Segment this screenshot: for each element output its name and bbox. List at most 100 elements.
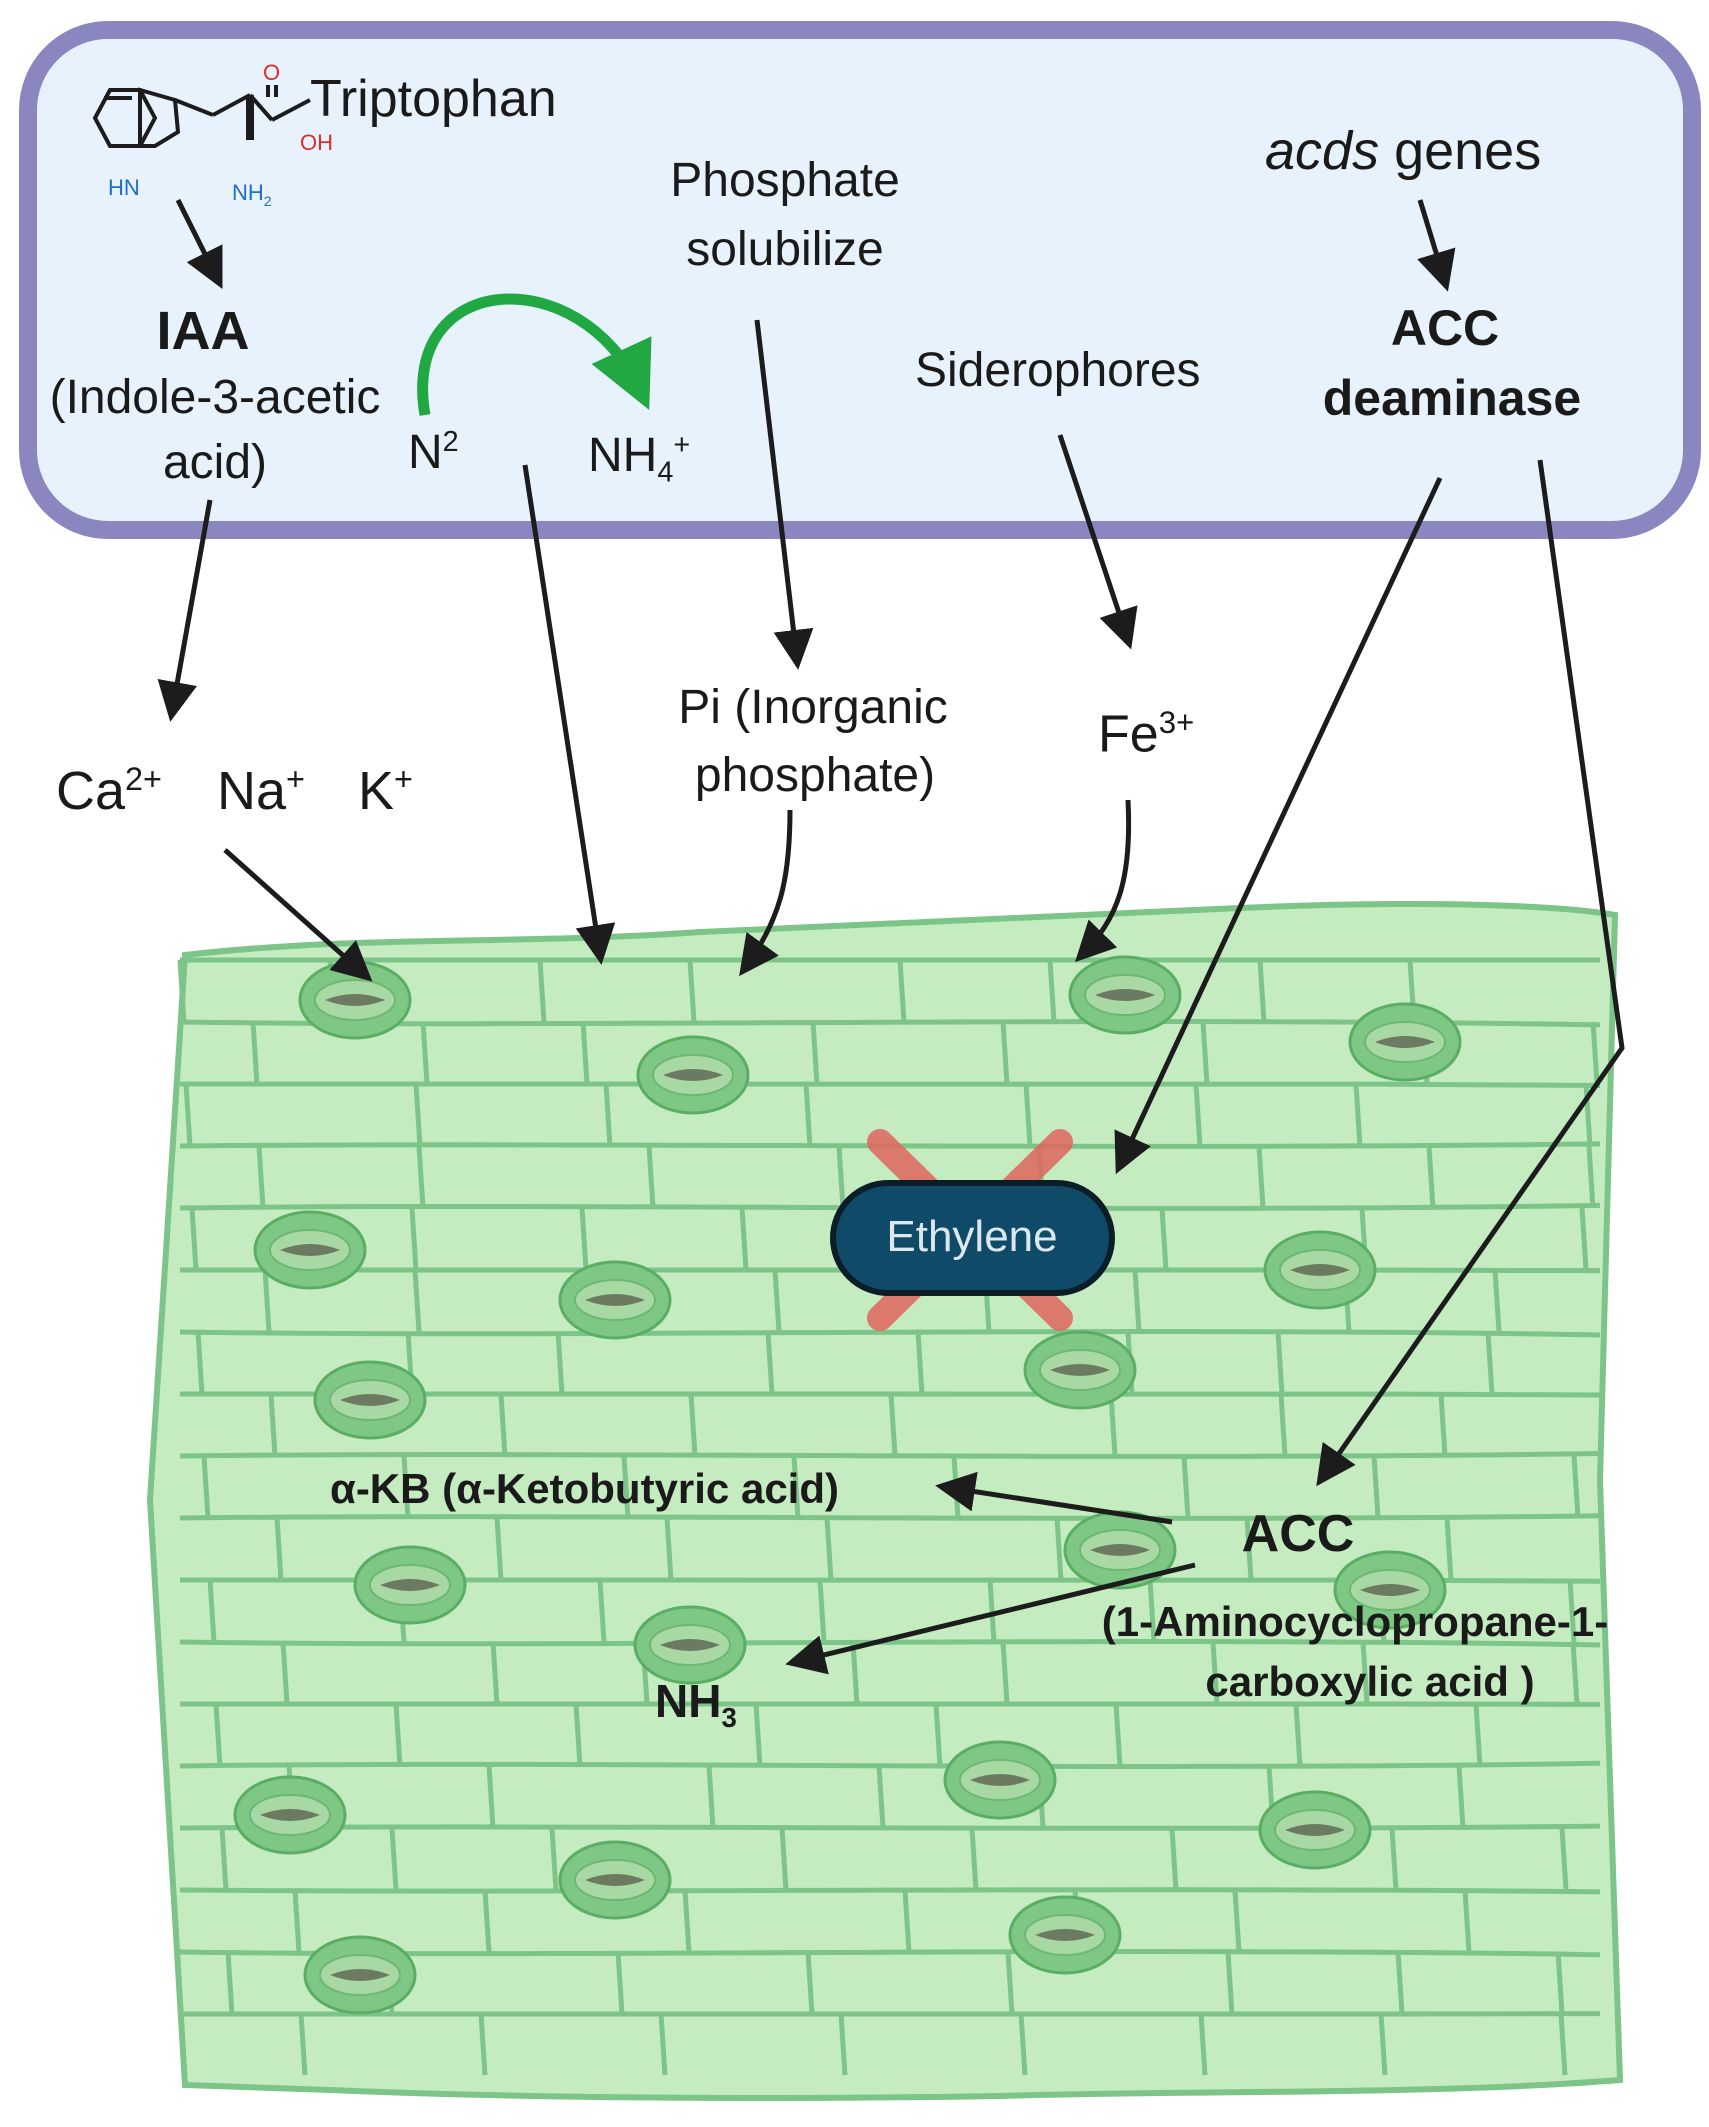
cell-wall (810, 1021, 820, 1085)
ion-ca: Ca2+ (56, 761, 162, 821)
cell-wall (179, 1823, 1601, 1831)
acc-label: ACC (1241, 1505, 1355, 1563)
cell-wall (1047, 959, 1057, 1023)
cell-wall (876, 1765, 886, 1829)
n2-label: N2 (408, 426, 459, 479)
cell-wall (1395, 1951, 1405, 2015)
cell-wall (1473, 1703, 1483, 1767)
cell-wall (292, 1889, 302, 1953)
n2-fixation-arrow (417, 293, 652, 416)
cell-wall (268, 1393, 278, 1457)
cell-wall (1293, 1703, 1303, 1767)
acc-full-line1: (1-Aminocyclopropane-1- (1101, 1598, 1609, 1645)
cell-wall (1485, 1331, 1495, 1395)
cell-wall (1558, 2013, 1568, 2076)
cell-wall (1108, 1393, 1118, 1457)
arrow-acds-to-acc-deaminase (1417, 199, 1456, 292)
cell-wall (478, 2013, 488, 2076)
cell-wall (1426, 1145, 1436, 1209)
cell-wall (195, 1331, 205, 1395)
cell-wall (416, 1145, 426, 1209)
cell-wall (838, 2013, 848, 2076)
cell-wall (179, 1451, 1601, 1459)
cell-wall (225, 1951, 235, 2015)
stoma (1333, 1550, 1447, 1630)
fe-label: Fe3+ (1098, 705, 1195, 764)
cell-wall (1200, 1021, 1210, 1085)
cell-wall (658, 2013, 668, 2076)
cell-wall (1257, 959, 1267, 1023)
cell-wall (420, 1021, 430, 1085)
cell-wall (412, 1269, 422, 1333)
cell-wall (1198, 2013, 1208, 2076)
cell-wall (791, 1455, 801, 1519)
cell-wall (779, 1827, 789, 1891)
nh4-label: NH4+ (588, 429, 691, 489)
cell-wall (915, 1331, 925, 1395)
akb-label: α-KB (α-Ketobutyric acid) (330, 1465, 839, 1512)
stoma (1263, 1230, 1377, 1310)
phosphate-line2: solubilize (686, 223, 884, 276)
arrow-tryptophan-to-iaa (175, 198, 223, 289)
cell-wall (1244, 1517, 1254, 1581)
cell-wall (1353, 1083, 1363, 1147)
cell-wall (486, 1765, 496, 1829)
cell-wall (1570, 1641, 1580, 1705)
cell-wall (555, 1331, 565, 1395)
cell-wall (1444, 1517, 1454, 1581)
cell-wall (280, 1641, 290, 1705)
stoma (1023, 1330, 1137, 1410)
cell-wall (1456, 1765, 1466, 1829)
cell-wall (498, 1393, 508, 1457)
cell-wall (817, 1579, 827, 1643)
cell-wall (1193, 1083, 1203, 1147)
cell-wall (179, 1081, 1601, 1089)
stoma (1258, 1790, 1372, 1870)
cell-wall (1559, 1827, 1569, 1891)
leaf-tissue (146, 901, 1624, 2101)
cell-wall (179, 1760, 1601, 1769)
cell-wall (179, 1329, 1601, 1338)
arrow-n2-to-leaf (522, 464, 616, 965)
stoma (353, 1545, 467, 1625)
cell-wall (580, 1021, 590, 1085)
molecule-atom-labels: O OH HN NH2 (108, 60, 333, 209)
cell-wall (183, 1083, 193, 1147)
cell-wall (1579, 1207, 1589, 1271)
cell-wall (824, 1517, 834, 1581)
iaa-full-line2: acid) (162, 436, 268, 489)
stoma (1348, 1002, 1462, 1082)
stoma (943, 1740, 1057, 1820)
arrow-phosphate-to-pi (754, 319, 814, 670)
arrow-acc-to-nh3 (785, 1562, 1196, 1675)
stoma (558, 1840, 672, 1920)
cell-wall (664, 1517, 674, 1581)
cell-wall (836, 1145, 846, 1209)
cell-wall (603, 1083, 613, 1147)
iaa-label: IAA (156, 301, 250, 361)
cell-wall (1018, 2013, 1028, 2076)
cell-wall (1225, 1951, 1235, 2015)
ethylene-label: Ethylene (886, 1212, 1058, 1261)
cell-wall (298, 2013, 308, 2076)
cell-wall (1210, 1641, 1220, 1705)
cell-wall (1000, 1021, 1010, 1085)
cell-wall (490, 1641, 500, 1705)
stoma (558, 1260, 672, 1340)
arrow-acc-deaminase-to-ethylene (1114, 476, 1443, 1175)
cell-wall (207, 1579, 217, 1643)
cell-wall (739, 1207, 749, 1271)
stoma (1063, 1510, 1177, 1590)
acc-full-line2: carboxylic acid ) (1205, 1658, 1535, 1705)
cell-wall (494, 1517, 504, 1581)
cell-wall (274, 1517, 284, 1581)
cell-wall (772, 1269, 782, 1333)
cell-wall (897, 959, 907, 1023)
cell-wall (1438, 1393, 1448, 1457)
ion-k: K+ (358, 761, 413, 821)
arrow-acc-deaminase-to-acc (1316, 459, 1625, 1487)
cell-wall (1567, 1579, 1577, 1643)
cell-wall (1159, 1207, 1169, 1271)
acds-genes-label: acds genes (1265, 121, 1542, 181)
